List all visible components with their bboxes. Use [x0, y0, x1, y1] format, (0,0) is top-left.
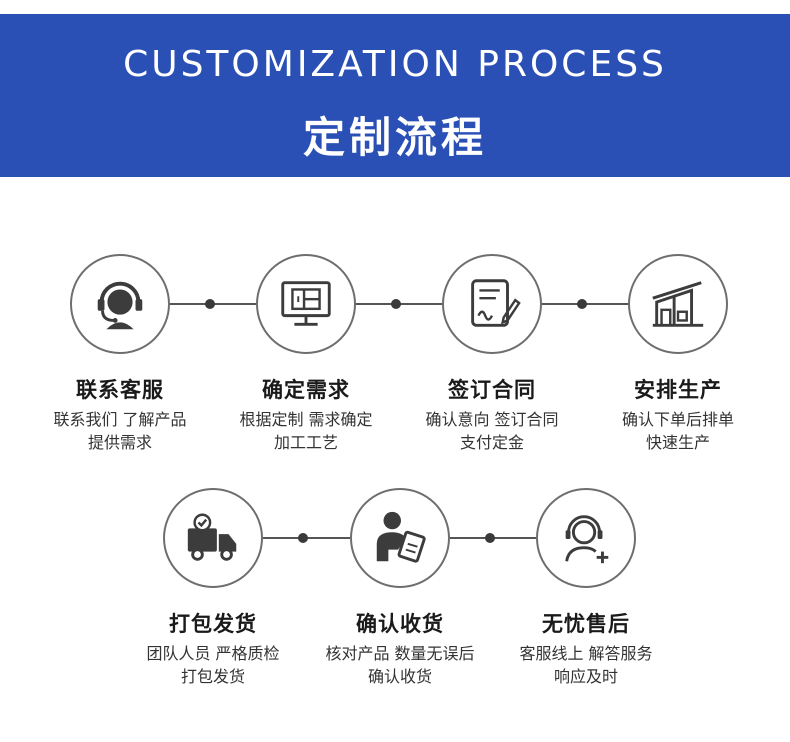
- step-desc-line: 核对产品 数量无误后: [325, 644, 475, 663]
- step-icon-circle: [256, 254, 356, 354]
- step-desc-line: 提供需求: [87, 433, 152, 452]
- step-desc-line: 支付定金: [459, 433, 524, 452]
- step-arrange-production: 安排生产 确认下单后排单 快速生产: [578, 254, 778, 454]
- customer-service-headset-icon: [97, 281, 143, 330]
- step-description: 根据定制 需求确定 加工工艺: [206, 408, 406, 454]
- step-title: 打包发货: [169, 612, 257, 636]
- step-desc-line: 确认收货: [367, 667, 432, 686]
- step-icon-circle: [70, 254, 170, 354]
- step-contact-service: 联系客服 联系我们 了解产品 提供需求: [20, 254, 220, 454]
- step-title: 安排生产: [634, 378, 722, 402]
- step-desc-line: 根据定制 需求确定: [239, 410, 373, 429]
- step-desc-line: 确认下单后排单: [621, 410, 734, 429]
- step-description: 团队人员 严格质检 打包发货: [113, 642, 313, 688]
- support-agent-plus-icon: [565, 515, 609, 564]
- connector-dot: [205, 299, 215, 309]
- header-banner: CUSTOMIZATION PROCESS 定制流程: [0, 14, 790, 177]
- step-icon-circle: [536, 488, 636, 588]
- step-desc-line: 客服线上 解答服务: [519, 644, 653, 663]
- step-desc-line: 加工工艺: [273, 433, 338, 452]
- step-desc-line: 快速生产: [645, 433, 710, 452]
- step-after-sales: 无忧售后 客服线上 解答服务 响应及时: [486, 488, 686, 688]
- person-receive-icon: [376, 511, 426, 563]
- step-title: 确认收货: [356, 612, 444, 636]
- connector-dot: [391, 299, 401, 309]
- step-description: 确认下单后排单 快速生产: [578, 408, 778, 454]
- delivery-truck-icon: [187, 513, 237, 561]
- connector-dot: [485, 533, 495, 543]
- header-title-en: CUSTOMIZATION PROCESS: [123, 44, 667, 85]
- step-desc-line: 确认意向 签订合同: [425, 410, 559, 429]
- contract-sign-icon: [471, 279, 521, 327]
- step-confirm-requirements: 确定需求 根据定制 需求确定 加工工艺: [206, 254, 406, 454]
- step-title: 无忧售后: [542, 612, 630, 636]
- step-icon-circle: [163, 488, 263, 588]
- step-confirm-receipt: 确认收货 核对产品 数量无误后 确认收货: [300, 488, 500, 688]
- header-title-cn: 定制流程: [302, 113, 487, 162]
- step-description: 客服线上 解答服务 响应及时: [486, 642, 686, 688]
- step-icon-circle: [442, 254, 542, 354]
- monitor-design-icon: [281, 281, 331, 326]
- step-desc-line: 联系我们 了解产品: [53, 410, 187, 429]
- step-icon-circle: [350, 488, 450, 588]
- step-desc-line: 团队人员 严格质检: [146, 644, 280, 663]
- step-title: 确定需求: [262, 378, 350, 402]
- factory-icon: [652, 281, 704, 327]
- step-description: 确认意向 签订合同 支付定金: [392, 408, 592, 454]
- step-description: 联系我们 了解产品 提供需求: [20, 408, 220, 454]
- step-sign-contract: 签订合同 确认意向 签订合同 支付定金: [392, 254, 592, 454]
- step-desc-line: 响应及时: [553, 667, 618, 686]
- step-desc-line: 打包发货: [180, 667, 245, 686]
- connector-dot: [577, 299, 587, 309]
- step-description: 核对产品 数量无误后 确认收货: [300, 642, 500, 688]
- step-icon-circle: [628, 254, 728, 354]
- step-title: 联系客服: [76, 378, 164, 402]
- step-pack-ship: 打包发货 团队人员 严格质检 打包发货: [113, 488, 313, 688]
- step-title: 签订合同: [448, 378, 536, 402]
- connector-dot: [298, 533, 308, 543]
